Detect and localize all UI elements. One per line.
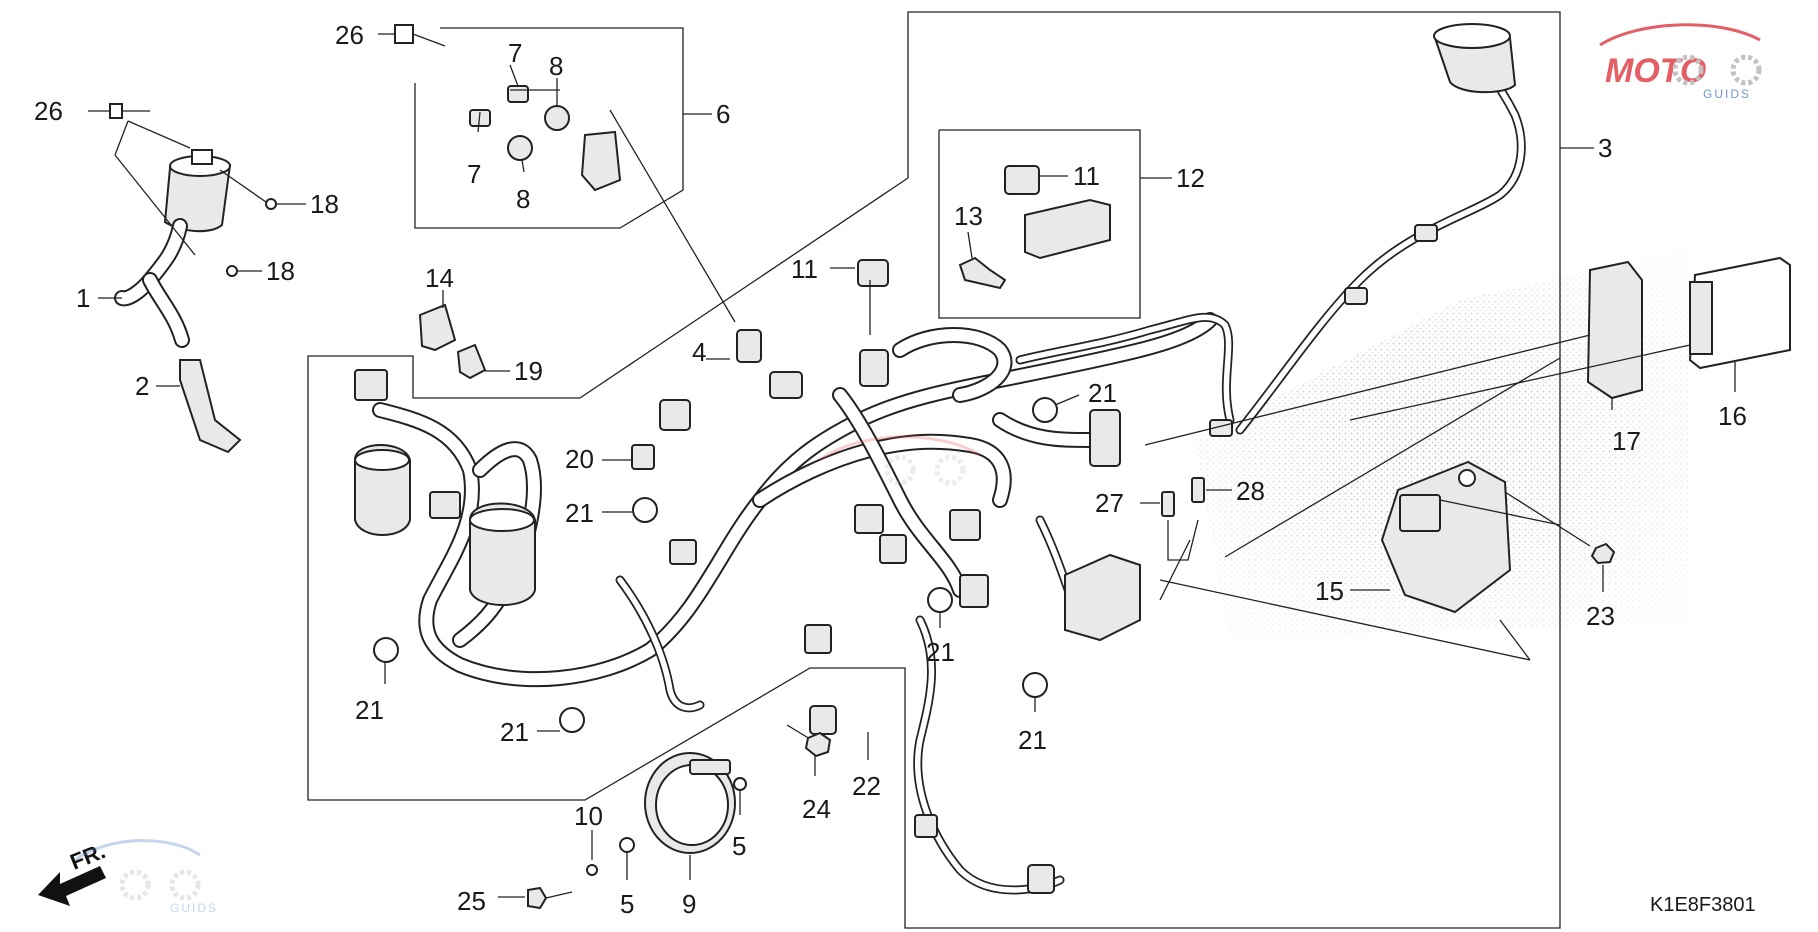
callout-21: 21 bbox=[565, 498, 594, 528]
group-box-3 bbox=[307, 11, 1594, 929]
callout-25: 25 bbox=[457, 886, 486, 916]
callout-10: 10 bbox=[574, 801, 603, 831]
callout-16: 16 bbox=[1718, 401, 1747, 431]
callout-labels: 26 26 1 2 18 18 7 8 7 8 6 11 12 13 11 3 … bbox=[34, 20, 1747, 919]
callout-15: 15 bbox=[1315, 576, 1344, 606]
callout-11: 11 bbox=[791, 254, 818, 284]
callout-3: 3 bbox=[1598, 133, 1612, 163]
fasteners bbox=[498, 705, 869, 910]
callout-12: 12 bbox=[1176, 163, 1205, 193]
harness-canisters bbox=[354, 349, 1141, 894]
callout-5: 5 bbox=[620, 889, 634, 919]
callout-19: 19 bbox=[514, 356, 543, 386]
callout-20: 20 bbox=[565, 444, 594, 474]
leader-lines bbox=[384, 267, 1691, 732]
callout-21: 21 bbox=[1018, 725, 1047, 755]
moto-guids-logo-watermark-center bbox=[819, 435, 981, 486]
bracket-group-6 bbox=[378, 24, 736, 323]
callout-6: 6 bbox=[716, 99, 730, 129]
callout-4: 4 bbox=[692, 337, 706, 367]
callout-26: 26 bbox=[34, 96, 63, 126]
callout-21: 21 bbox=[500, 717, 529, 747]
callout-11: 11 bbox=[1073, 161, 1100, 191]
diagram-code: K1E8F3801 bbox=[1650, 894, 1756, 916]
clamps-21 bbox=[373, 259, 1058, 733]
fuses-27-28 bbox=[1140, 477, 1232, 561]
callout-27: 27 bbox=[1095, 488, 1124, 518]
callout-7: 7 bbox=[467, 159, 481, 189]
harness-sub-3 bbox=[1209, 23, 1517, 437]
callout-18: 18 bbox=[310, 189, 339, 219]
logo-sub: GUIDS bbox=[1703, 87, 1751, 101]
callout-22: 22 bbox=[852, 771, 881, 801]
callout-23: 23 bbox=[1586, 601, 1615, 631]
horn-9 bbox=[586, 752, 747, 880]
moto-guids-logo-watermark-small: GUIDS bbox=[74, 839, 218, 915]
callout-26: 26 bbox=[335, 20, 364, 50]
callout-14: 14 bbox=[425, 263, 454, 293]
fuse-box-group-12 bbox=[958, 165, 1111, 290]
callout-18: 18 bbox=[266, 256, 295, 286]
callout-24: 24 bbox=[802, 794, 831, 824]
callout-8: 8 bbox=[516, 184, 530, 214]
moto-guids-logo-watermark: MOTO GUIDS bbox=[1599, 23, 1762, 101]
callout-28: 28 bbox=[1236, 476, 1265, 506]
logo-sub-small: GUIDS bbox=[170, 901, 218, 915]
group-box-6 bbox=[414, 27, 712, 229]
callout-8: 8 bbox=[549, 51, 563, 81]
relay-14 bbox=[418, 290, 510, 380]
callout-21: 21 bbox=[926, 637, 955, 667]
callout-9: 9 bbox=[682, 889, 696, 919]
callout-5: 5 bbox=[732, 831, 746, 861]
callout-13: 13 bbox=[954, 201, 983, 231]
stipple-projection-ecu bbox=[1195, 250, 1690, 640]
callout-7: 7 bbox=[508, 38, 522, 68]
callout-21: 21 bbox=[355, 695, 384, 725]
ecu-module-parts bbox=[1159, 256, 1791, 661]
group-box-12 bbox=[938, 129, 1172, 319]
callout-2: 2 bbox=[135, 371, 149, 401]
callout-1: 1 bbox=[76, 283, 90, 313]
callout-17: 17 bbox=[1612, 426, 1641, 456]
logo-letters: MOTO bbox=[1605, 52, 1706, 90]
ignition-coil-assembly bbox=[88, 103, 306, 454]
front-label: FR. bbox=[67, 838, 109, 874]
callout-21: 21 bbox=[1088, 378, 1117, 408]
